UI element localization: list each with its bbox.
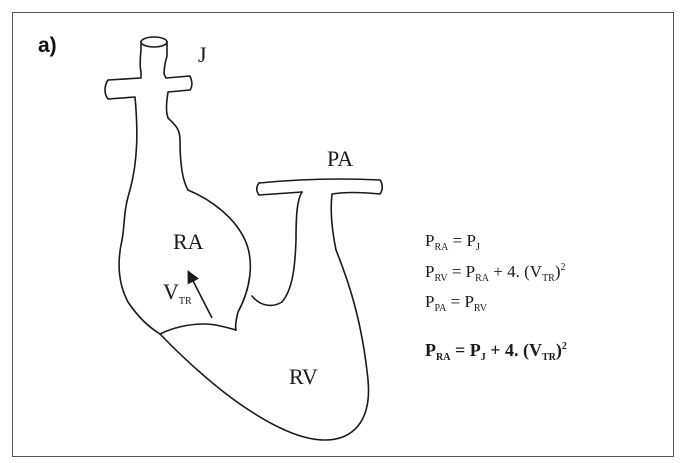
velocity-arrow <box>189 273 212 318</box>
right-ventricle-label: RV <box>289 364 318 389</box>
interventricular-septum <box>252 192 302 305</box>
jugular-label: J <box>198 42 207 67</box>
right-atrium-label: RA <box>173 229 204 254</box>
right-atrium-inner-wall <box>188 190 250 330</box>
pulmonary-artery-label: PA <box>327 146 353 171</box>
jugular-opening <box>141 37 167 47</box>
equation-ra-final: PRA = PJ + 4. (VTR)2 <box>425 340 567 363</box>
tricuspid-valve <box>160 324 236 334</box>
equation-pa-equals-rv: PPA = PRV <box>425 292 488 314</box>
equation-ra-equals-j: PRA = PJ <box>425 231 480 253</box>
pulmonary-artery-left-end <box>257 183 302 195</box>
right-atrium-wall <box>119 240 160 334</box>
pulmonary-artery <box>259 179 382 250</box>
equation-rv: PRV = PRA + 4. (VTR)2 <box>425 262 566 284</box>
jugular-vein-right-wall <box>164 42 192 190</box>
velocity-label: VTR <box>163 279 192 307</box>
jugular-vein-left-wall <box>105 42 141 240</box>
